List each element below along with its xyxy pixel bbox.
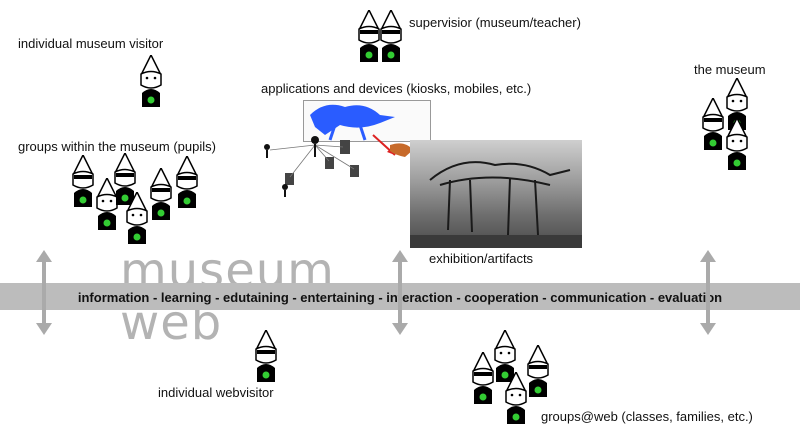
devices-network-illustration bbox=[264, 104, 413, 197]
label-exhibition: exhibition/artifacts bbox=[429, 251, 534, 266]
person-icon bbox=[176, 156, 198, 208]
label-groups-at-web: groups@web (classes, families, etc.) bbox=[541, 409, 753, 424]
person-icon bbox=[150, 168, 172, 220]
person-icon bbox=[96, 178, 118, 230]
person-icon bbox=[472, 352, 494, 404]
label-applications-devices: applications and devices (kiosks, mobile… bbox=[261, 81, 532, 96]
label-the-museum: the museum bbox=[694, 62, 766, 77]
double-arrow-icon bbox=[36, 250, 52, 335]
exhibition-photo bbox=[410, 140, 582, 248]
double-arrow-icon bbox=[700, 250, 716, 335]
person-icon bbox=[380, 10, 402, 62]
label-individual-webvisitor: individual webvisitor bbox=[158, 385, 274, 400]
person-icon bbox=[494, 330, 516, 382]
person-icon bbox=[114, 153, 136, 205]
person-icon bbox=[140, 55, 162, 107]
label-groups-within-museum: groups within the museum (pupils) bbox=[18, 139, 216, 154]
person-icon bbox=[126, 192, 148, 244]
person-icon bbox=[72, 155, 94, 207]
person-icon bbox=[527, 345, 549, 397]
label-supervisor: supervisior (museum/teacher) bbox=[409, 15, 581, 30]
person-icon bbox=[358, 10, 380, 62]
person-icon bbox=[726, 118, 748, 170]
person-icon bbox=[505, 372, 527, 424]
label-individual-museum-visitor: individual museum visitor bbox=[18, 36, 164, 51]
person-icon bbox=[255, 330, 277, 382]
double-arrow-icon bbox=[392, 250, 408, 335]
person-icon bbox=[702, 98, 724, 150]
dinosaur-skeleton-icon bbox=[410, 161, 582, 248]
